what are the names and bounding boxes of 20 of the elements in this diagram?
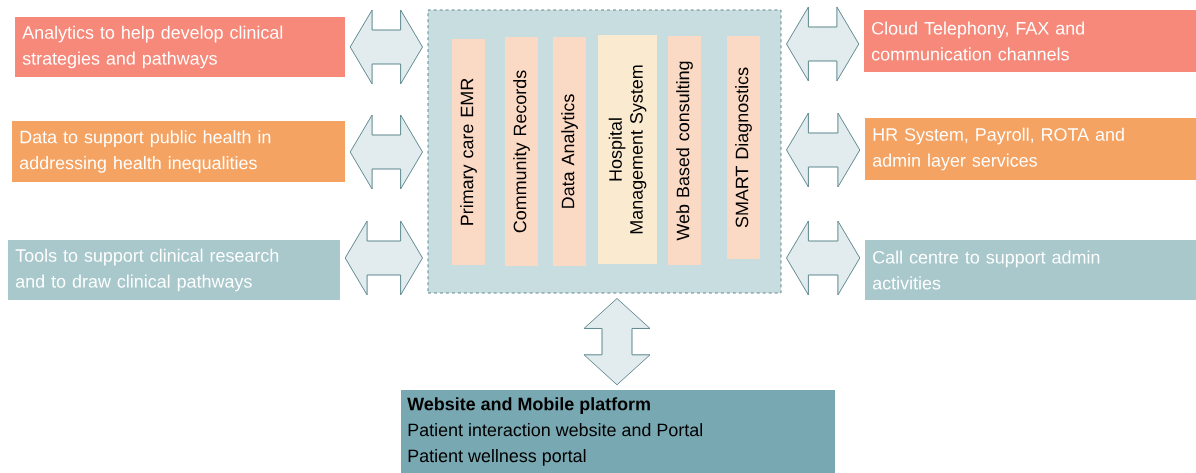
- module-bar: SMART Diagnostics: [727, 36, 760, 259]
- double-arrow: [349, 9, 424, 85]
- info-box: Cloud Telephony, FAX and communication channels: [864, 10, 1196, 72]
- info-box: Call centre to support admin activities: [865, 240, 1196, 300]
- info-box: Tools to support clinical research and to draw clinical pathways: [8, 240, 340, 300]
- platform-box: Website and Mobile platform Patient interaction website and Portal Patient wellness portal: [401, 390, 835, 473]
- double-arrow: [349, 114, 424, 190]
- double-arrow: [583, 297, 651, 386]
- double-arrow: [344, 220, 424, 296]
- module-bar: Data Analytics: [553, 37, 586, 266]
- module-bar: Community Records: [505, 37, 538, 266]
- double-arrow: [786, 6, 860, 82]
- info-box: Data to support public health in addressing health inequalities: [12, 121, 345, 182]
- info-box: Analytics to help develop clinical strategies and pathways: [15, 17, 345, 77]
- module-bar: Primary care EMR: [452, 39, 485, 265]
- info-box: HR System, Payroll, ROTA and admin layer services: [865, 118, 1196, 180]
- double-arrow: [786, 220, 861, 296]
- module-bar: Web Based consulting: [668, 36, 701, 265]
- module-bar: Hospital Management System: [598, 35, 657, 264]
- double-arrow: [786, 112, 861, 188]
